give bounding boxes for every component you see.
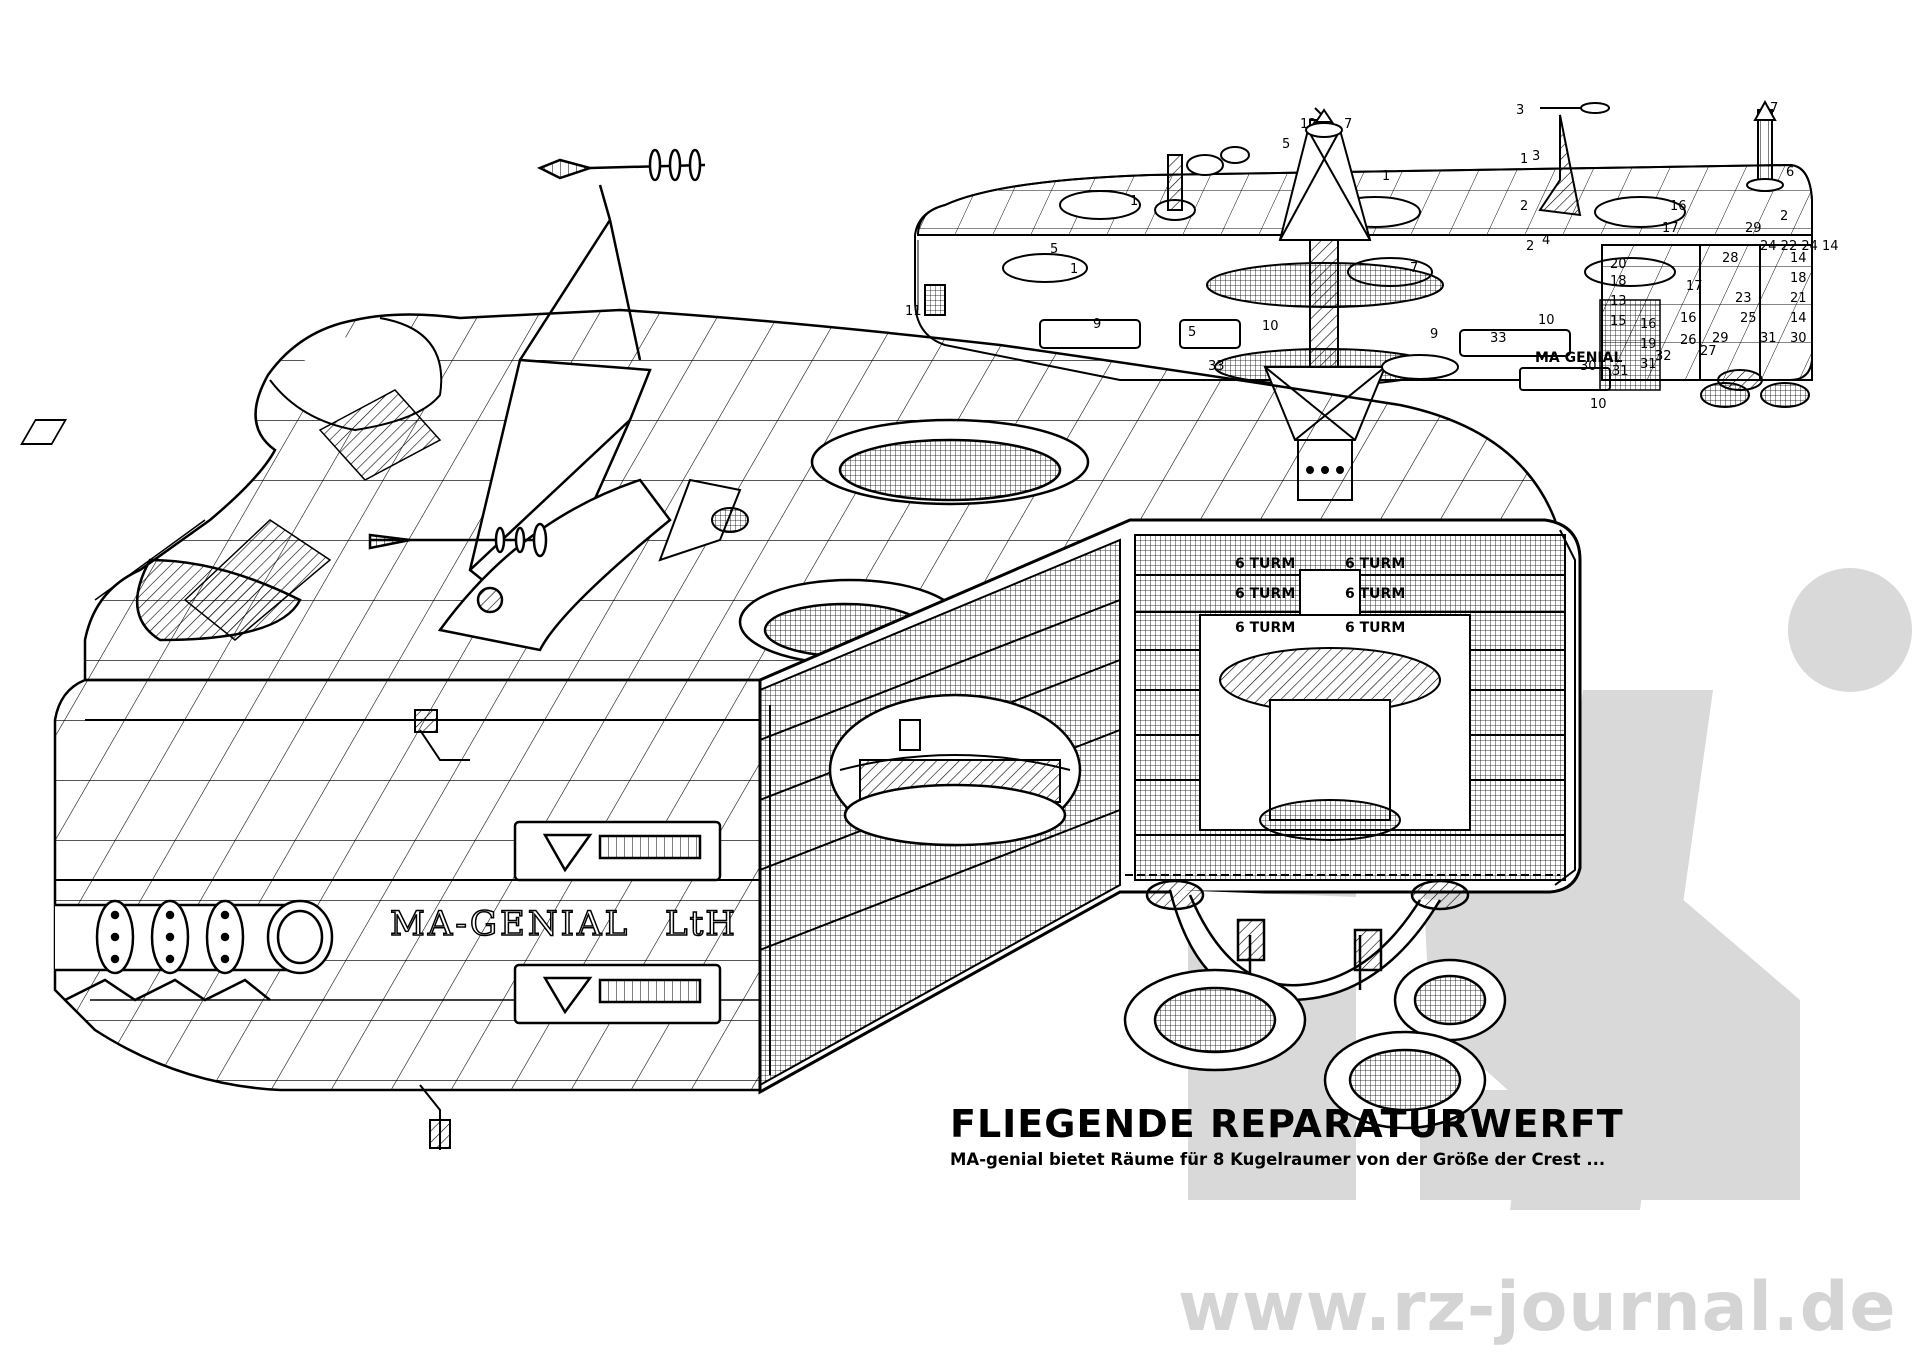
tower-label: 6 TURM	[1235, 586, 1295, 602]
svg-text:1: 1	[1130, 194, 1138, 209]
tower-label: 6 TURM	[1235, 620, 1295, 636]
svg-text:20: 20	[1610, 257, 1627, 272]
svg-text:3: 3	[1532, 149, 1540, 164]
svg-text:26: 26	[1680, 333, 1697, 348]
hull-number-text: LtH	[665, 904, 737, 944]
svg-text:33: 33	[1490, 331, 1507, 346]
svg-text:29: 29	[1712, 331, 1729, 346]
svg-text:30: 30	[1580, 359, 1597, 374]
svg-text:1: 1	[1070, 262, 1078, 277]
tower-label: 6 TURM	[1345, 586, 1405, 602]
svg-text:28: 28	[1722, 251, 1739, 266]
svg-text:10: 10	[1538, 313, 1555, 328]
svg-text:2: 2	[1526, 239, 1534, 254]
svg-text:4: 4	[1542, 233, 1550, 248]
deck-devices	[414, 478, 749, 1150]
svg-text:13: 13	[1610, 294, 1627, 309]
svg-text:16: 16	[1670, 199, 1687, 214]
svg-text:7: 7	[1770, 101, 1778, 116]
svg-text:23: 23	[1735, 291, 1752, 306]
svg-text:7: 7	[1410, 261, 1418, 276]
svg-text:17: 17	[1662, 221, 1679, 236]
svg-text:31: 31	[1760, 331, 1777, 346]
landing-gear	[1123, 879, 1507, 1130]
hull-markings: MA-GENIAL LtH	[389, 903, 737, 945]
svg-text:9: 9	[1093, 317, 1101, 332]
svg-text:15: 15	[1610, 314, 1627, 329]
deck-openings	[738, 418, 1090, 666]
svg-text:30: 30	[1790, 331, 1807, 346]
caption-title: FLIEGENDE REPARATURWERFT	[950, 1102, 1624, 1146]
svg-text:2: 2	[1780, 209, 1788, 224]
engine-nozzle	[55, 899, 334, 1002]
tower-label: 6 TURM	[1345, 620, 1405, 636]
hull-marking-text: MA-GENIAL	[390, 904, 630, 944]
svg-text:24 22 24 14: 24 22 24 14	[1760, 239, 1839, 254]
svg-text:29: 29	[1745, 221, 1762, 236]
deck-symbol	[20, 419, 68, 445]
svg-text:18: 18	[1610, 274, 1627, 289]
svg-text:5: 5	[1050, 242, 1058, 257]
svg-text:1: 1	[1382, 169, 1390, 184]
svg-text:16: 16	[1640, 317, 1657, 332]
svg-text:6: 6	[1786, 165, 1794, 180]
tower-label: 6 TURM	[1345, 556, 1405, 572]
svg-text:11: 11	[905, 304, 922, 319]
svg-text:3: 3	[1516, 103, 1524, 118]
watermark-url: www.rz-journal.de	[1178, 1268, 1897, 1347]
svg-text:21: 21	[1790, 291, 1807, 306]
svg-text:16: 16	[1680, 311, 1697, 326]
hull-windows	[513, 820, 722, 1025]
cutaway-section	[758, 518, 1582, 1095]
svg-text:9: 9	[1430, 327, 1438, 342]
svg-text:7: 7	[1344, 117, 1352, 132]
hull-edge-trim	[94, 389, 442, 641]
svg-text:31: 31	[1612, 364, 1629, 379]
tower-label: 6 TURM	[1235, 556, 1295, 572]
svg-text:2: 2	[1520, 199, 1528, 214]
svg-text:25: 25	[1740, 311, 1757, 326]
svg-text:1: 1	[1520, 152, 1528, 167]
svg-text:5: 5	[1188, 325, 1196, 340]
svg-text:10: 10	[1590, 397, 1607, 412]
svg-text:5: 5	[1282, 137, 1290, 152]
left-antenna-mast	[368, 148, 706, 652]
caption-subtitle: MA-genial bietet Räume für 8 Kugelraumer…	[950, 1150, 1606, 1169]
svg-text:31: 31	[1640, 357, 1657, 372]
svg-text:17: 17	[1686, 279, 1703, 294]
tower-labels: 6 TURM 6 TURM 6 TURM 6 TURM 6 TURM 6 TUR…	[1235, 556, 1405, 636]
svg-text:MA GENIAL: MA GENIAL	[1535, 350, 1622, 366]
svg-text:32: 32	[1655, 349, 1672, 364]
svg-text:14: 14	[1790, 251, 1807, 266]
svg-text:18: 18	[1790, 271, 1807, 286]
svg-text:14: 14	[1790, 311, 1807, 326]
svg-text:19: 19	[1640, 337, 1657, 352]
svg-text:10: 10	[1262, 319, 1279, 334]
svg-text:27: 27	[1700, 344, 1717, 359]
